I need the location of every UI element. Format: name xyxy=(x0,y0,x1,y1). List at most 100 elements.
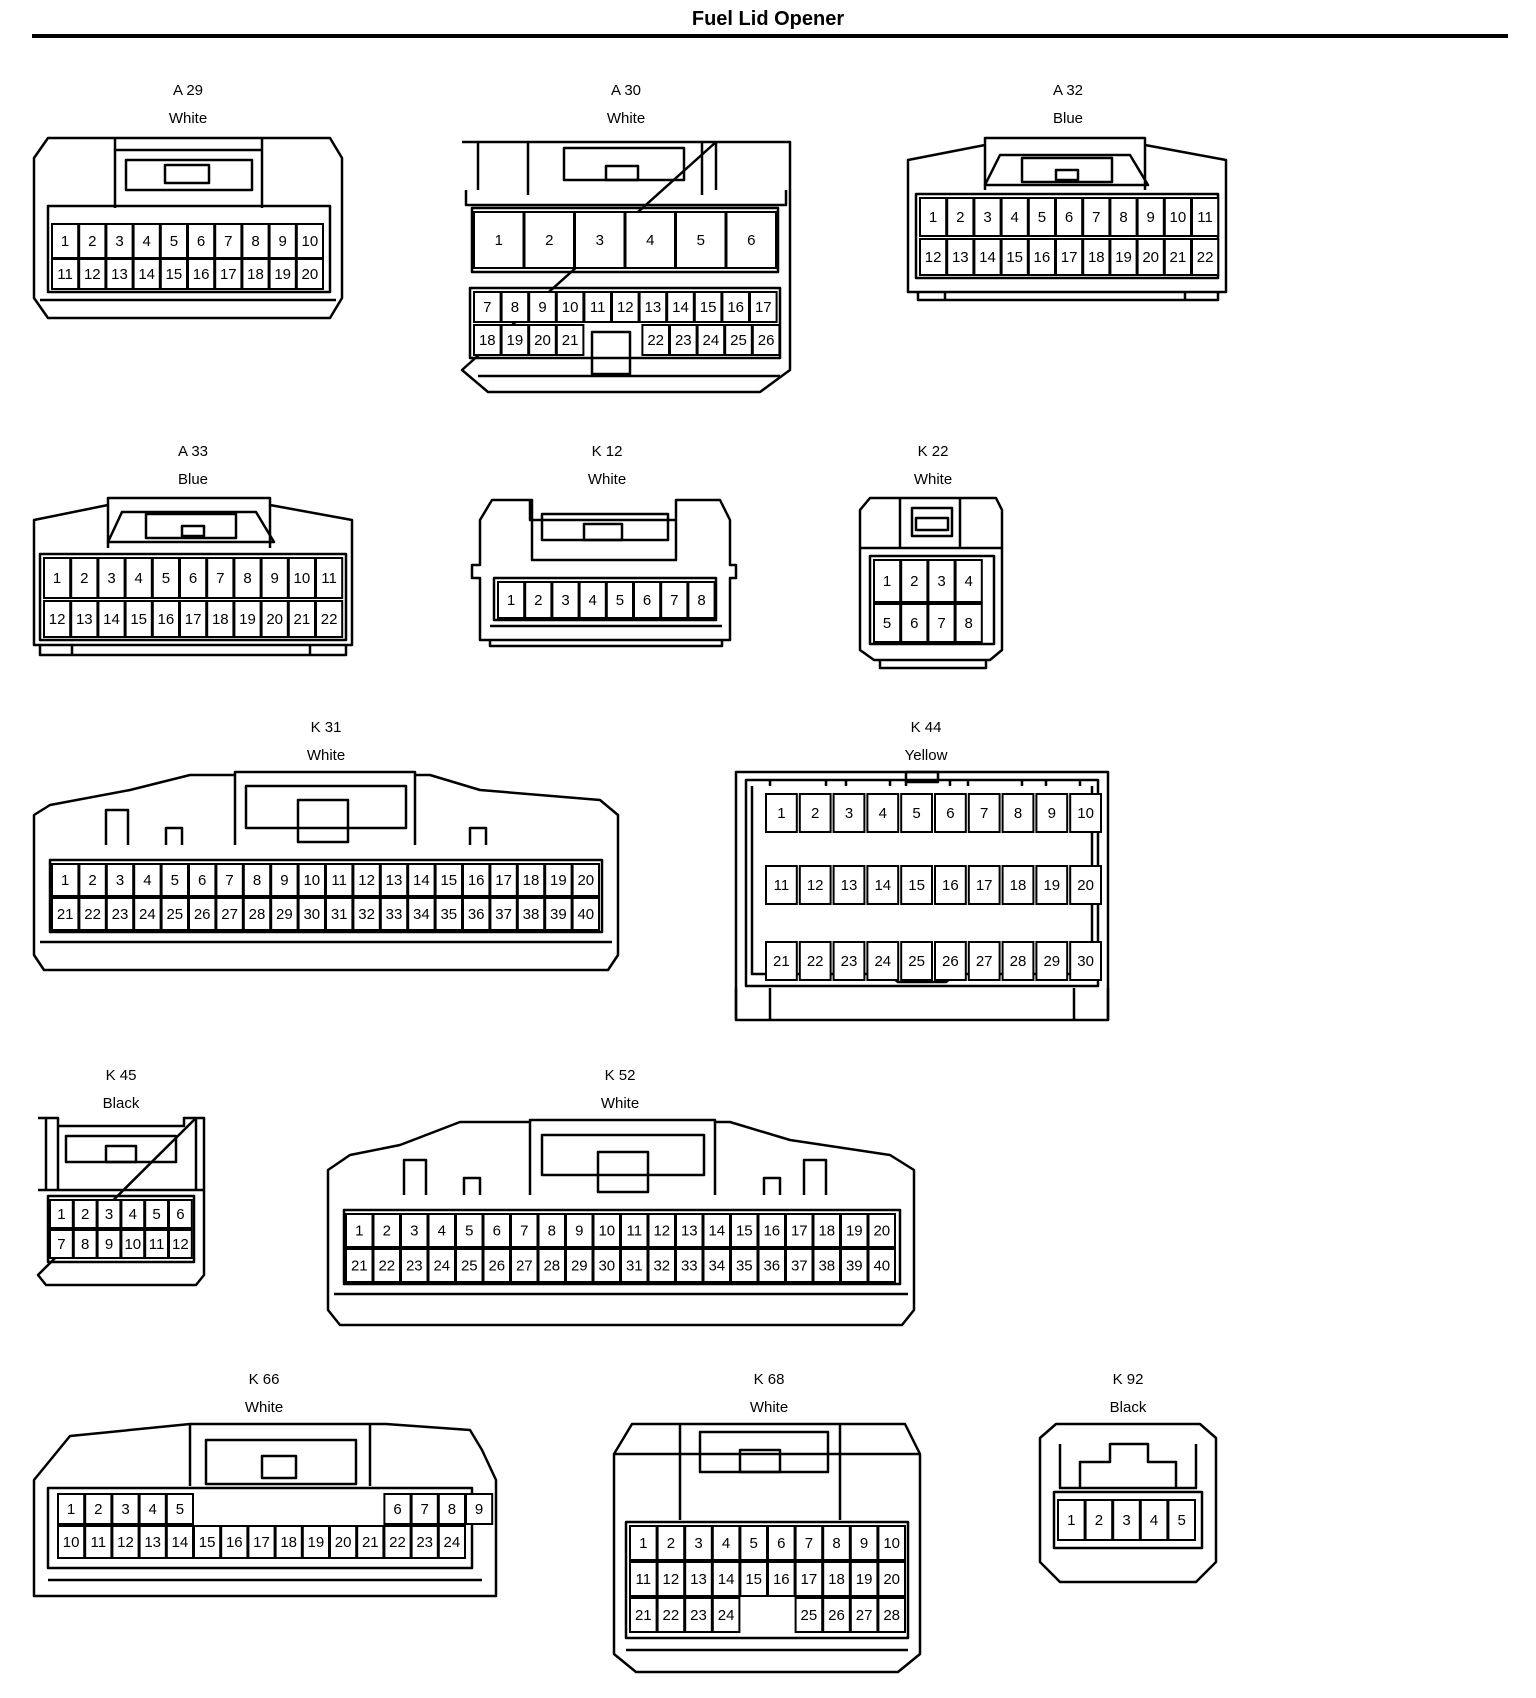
pin-cell-k44-6 xyxy=(934,793,967,833)
pin-number-a33-7: 7 xyxy=(216,570,224,587)
pin-cell-k31-36 xyxy=(462,897,491,931)
pin-cell-k66-15 xyxy=(193,1525,222,1559)
pin-cell-a32-20 xyxy=(1136,238,1165,276)
pin-number-a30-14: 14 xyxy=(672,299,689,316)
pin-number-k44-30: 30 xyxy=(1077,953,1094,970)
pin-number-a32-10: 10 xyxy=(1170,209,1187,226)
pin-cell-a32-1 xyxy=(919,197,948,237)
pin-cell-a33-6 xyxy=(179,557,208,599)
pin-number-a30-4: 4 xyxy=(646,232,654,249)
pin-number-k45-1: 1 xyxy=(57,1206,65,1223)
pin-cell-k44-25 xyxy=(900,941,934,981)
pin-number-k31-8: 8 xyxy=(253,872,261,889)
pin-number-a32-4: 4 xyxy=(1011,209,1019,226)
pin-number-a30-6: 6 xyxy=(747,232,755,249)
connector-color-k45: Black xyxy=(103,1095,140,1112)
pin-cell-a29-12 xyxy=(78,258,107,290)
pin-number-a33-21: 21 xyxy=(294,611,311,628)
pin-cell-k52-6 xyxy=(482,1213,511,1248)
pin-cell-a30-7 xyxy=(473,291,502,323)
pin-cell-k44-15 xyxy=(900,865,934,905)
pin-number-k52-14: 14 xyxy=(708,1223,725,1240)
pin-cell-k31-31 xyxy=(325,897,354,931)
pin-number-k52-16: 16 xyxy=(763,1223,780,1240)
pin-number-a30-18: 18 xyxy=(479,332,496,349)
pin-cell-k44-3 xyxy=(832,793,866,833)
pin-cell-a32-18 xyxy=(1082,238,1111,276)
pin-number-k45-7: 7 xyxy=(57,1236,65,1253)
pin-cell-k31-26 xyxy=(188,897,217,931)
pin-cell-k66-3 xyxy=(111,1493,140,1525)
pin-number-a33-4: 4 xyxy=(135,570,143,587)
pin-number-k52-27: 27 xyxy=(516,1258,533,1275)
pin-number-k52-20: 20 xyxy=(873,1223,890,1240)
pin-number-k45-4: 4 xyxy=(129,1206,137,1223)
pin-cell-k66-14 xyxy=(165,1525,195,1559)
pin-cell-k52-7 xyxy=(510,1213,539,1248)
pin-number-a33-12: 12 xyxy=(49,611,66,628)
connector-id-k92: K 92 xyxy=(1113,1371,1144,1388)
pin-cell-a33-14 xyxy=(97,600,126,638)
pin-cell-k52-16 xyxy=(757,1213,786,1248)
pin-number-k44-21: 21 xyxy=(773,953,790,970)
pin-cell-k44-23 xyxy=(832,941,866,981)
pin-cell-k31-23 xyxy=(105,897,135,931)
connector-color-k92: Black xyxy=(1110,1399,1147,1416)
pin-cell-a29-20 xyxy=(295,258,324,290)
pin-cell-k68-22 xyxy=(656,1597,686,1633)
pin-number-k12-1: 1 xyxy=(507,592,515,609)
pin-number-k68-2: 2 xyxy=(667,1535,675,1552)
pin-number-k66-16: 16 xyxy=(226,1534,243,1551)
pin-number-k22-1: 1 xyxy=(883,573,891,590)
pin-number-k44-9: 9 xyxy=(1048,805,1056,822)
pin-cell-k45-3 xyxy=(96,1199,122,1229)
pin-number-k52-39: 39 xyxy=(846,1258,863,1275)
pin-number-a29-15: 15 xyxy=(166,266,183,283)
connector-color-a29: White xyxy=(169,110,207,127)
pin-number-k31-30: 30 xyxy=(303,906,320,923)
pin-cell-k52-36 xyxy=(757,1248,786,1283)
pin-number-k45-10: 10 xyxy=(124,1236,141,1253)
pin-number-k66-7: 7 xyxy=(421,1501,429,1518)
pin-number-k52-12: 12 xyxy=(653,1223,670,1240)
pin-cell-k44-28 xyxy=(1001,941,1035,981)
pin-number-k52-24: 24 xyxy=(433,1258,450,1275)
pin-cell-k45-1 xyxy=(49,1199,74,1229)
pin-cell-k92-1 xyxy=(1057,1499,1086,1541)
pin-cell-k68-4 xyxy=(711,1525,741,1561)
pin-number-k66-24: 24 xyxy=(444,1534,461,1551)
pin-number-a33-9: 9 xyxy=(271,570,279,587)
pin-number-k31-9: 9 xyxy=(280,872,288,889)
pin-cell-a33-13 xyxy=(70,600,99,638)
pin-cell-k44-21 xyxy=(765,941,798,981)
pin-cell-k31-8 xyxy=(242,863,272,897)
pin-cell-a29-14 xyxy=(132,258,161,290)
pin-number-k66-14: 14 xyxy=(172,1534,189,1551)
pin-cell-k22-7 xyxy=(927,603,956,643)
pin-number-k31-33: 33 xyxy=(386,906,403,923)
pin-cell-k66-16 xyxy=(220,1525,249,1559)
pin-cell-k12-8 xyxy=(687,581,716,619)
pin-number-k31-29: 29 xyxy=(276,906,293,923)
pin-cell-k31-12 xyxy=(352,863,381,897)
pin-cell-a30-1 xyxy=(473,211,525,269)
pin-cell-a32-14 xyxy=(973,238,1002,276)
pin-number-k31-38: 38 xyxy=(523,906,540,923)
pin-cell-k52-37 xyxy=(785,1248,814,1283)
pin-number-k66-17: 17 xyxy=(253,1534,270,1551)
pin-cell-k68-27 xyxy=(849,1597,879,1633)
pin-number-k52-32: 32 xyxy=(653,1258,670,1275)
pin-number-a29-17: 17 xyxy=(220,266,237,283)
pin-number-a33-17: 17 xyxy=(185,611,202,628)
pin-number-a30-19: 19 xyxy=(507,332,524,349)
pin-number-k12-6: 6 xyxy=(643,592,651,609)
pin-number-k31-35: 35 xyxy=(440,906,457,923)
pin-number-a32-9: 9 xyxy=(1147,209,1155,226)
pin-number-k45-12: 12 xyxy=(172,1236,189,1253)
pin-number-a32-16: 16 xyxy=(1034,249,1051,266)
pin-number-k44-3: 3 xyxy=(845,805,853,822)
pin-number-k66-23: 23 xyxy=(416,1534,433,1551)
pin-number-a32-5: 5 xyxy=(1038,209,1046,226)
pin-number-k66-12: 12 xyxy=(117,1534,134,1551)
pin-number-k22-2: 2 xyxy=(910,573,918,590)
